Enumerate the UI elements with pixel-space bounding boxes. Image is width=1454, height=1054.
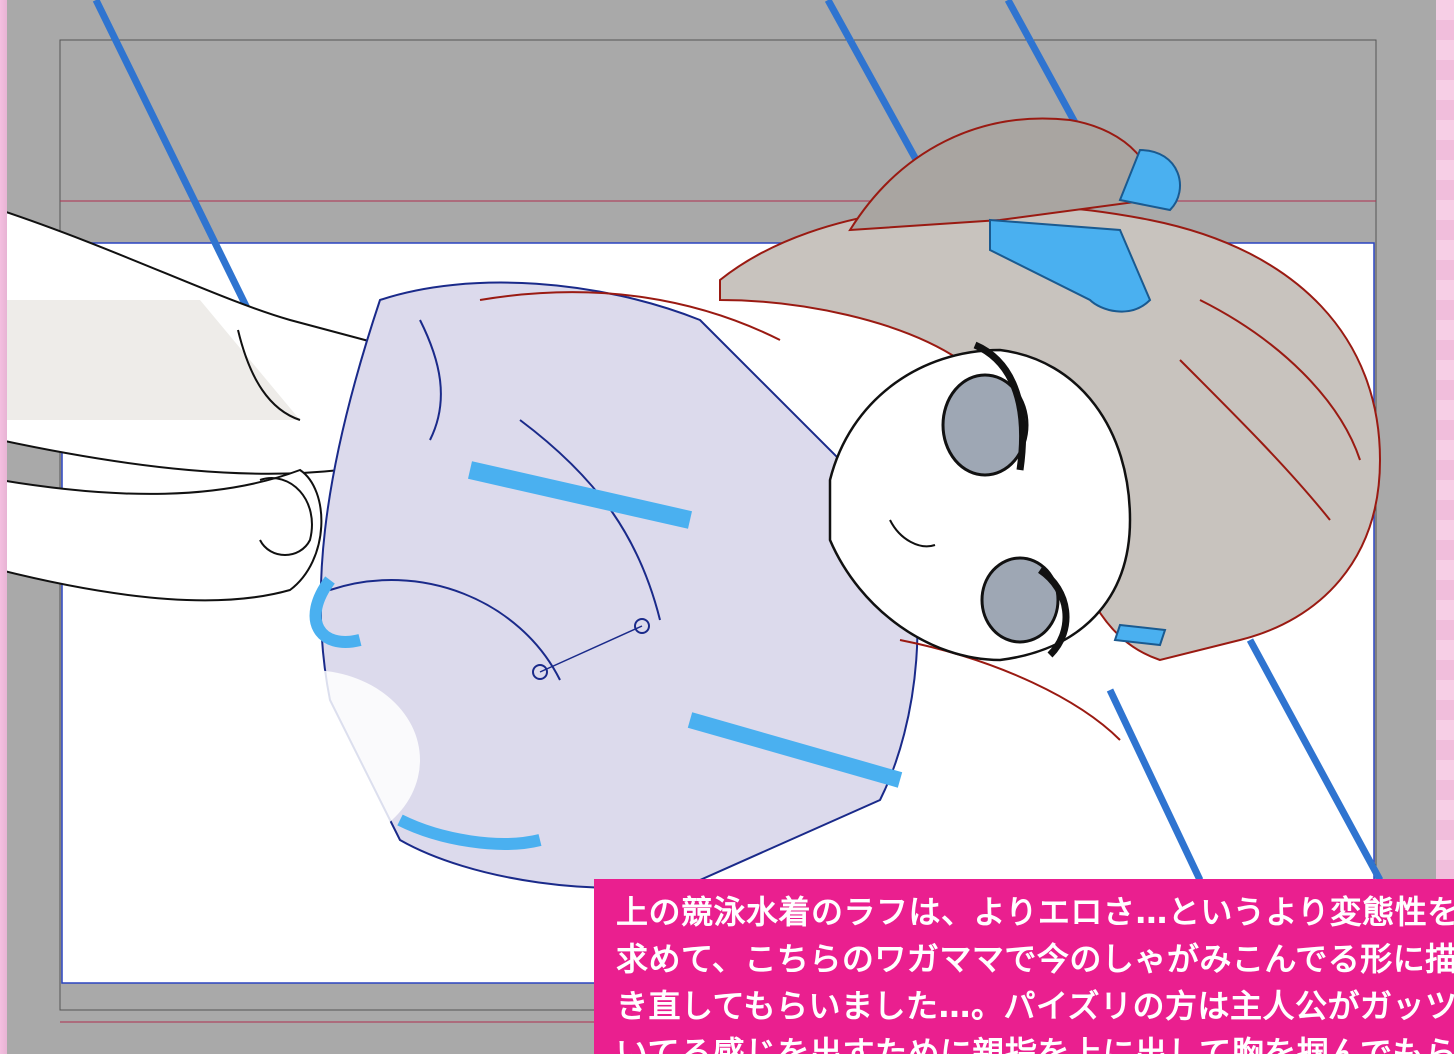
- left-edge-strip: [0, 0, 7, 1054]
- highlight-glow: [200, 670, 420, 850]
- hair-ribbons: [989, 148, 1181, 647]
- caption-line: き直してもらいました…。パイズリの方は主人公がガッツ: [616, 987, 1454, 1025]
- face-sketch: [828, 341, 1132, 662]
- right-edge-strip: [1436, 0, 1454, 1054]
- caption-line: 求めて、こちらのワガママで今のしゃがみこんでる形に描: [616, 940, 1454, 978]
- eye-lower: [980, 556, 1060, 644]
- eye-upper: [941, 373, 1029, 477]
- caption-line: 上の競泳水着のラフは、よりエロさ…というより変態性を: [616, 893, 1454, 931]
- caption-line: いてる感じを出すために親指を上に出して胸を掴んでもら: [616, 1034, 1454, 1054]
- caption-box: 上の競泳水着のラフは、よりエロさ…というより変態性を 求めて、こちらのワガママで…: [594, 879, 1454, 1054]
